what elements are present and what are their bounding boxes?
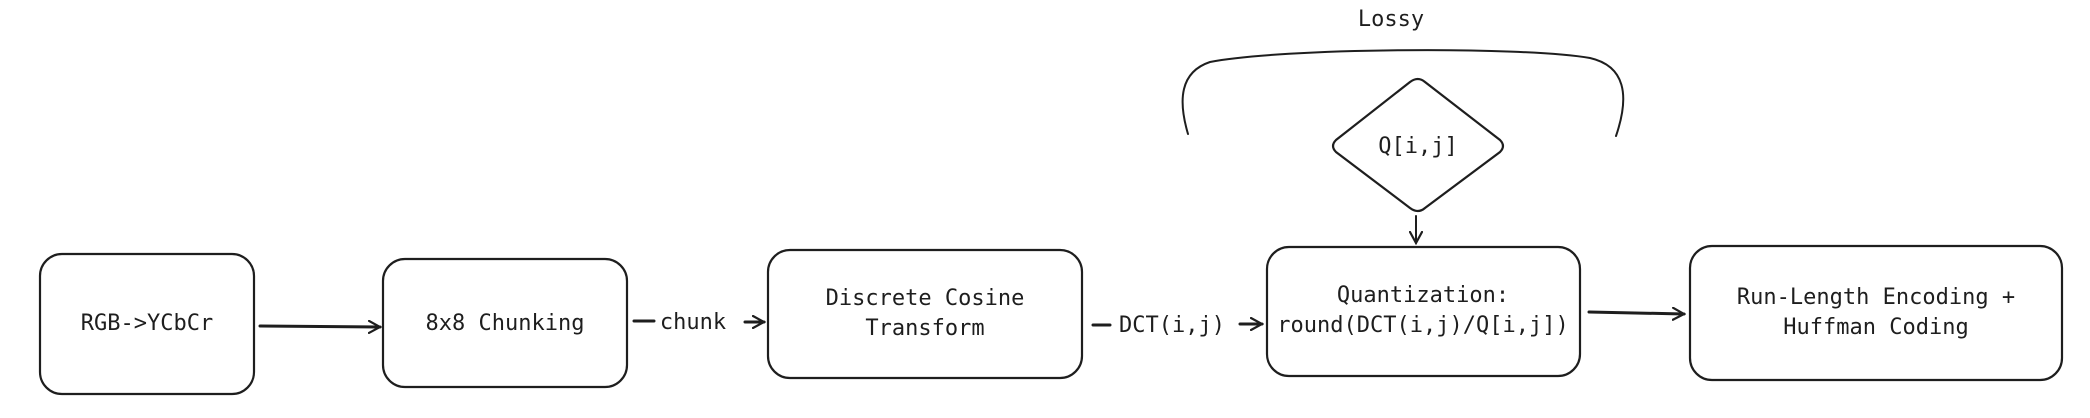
node-8x8-chunking[interactable]: 8x8 Chunking [381,257,629,389]
quant-table-diamond[interactable]: Q[i,j] [1331,77,1505,213]
arrow-quant-to-entropy [1587,312,1684,314]
edge-label-dct: DCT(i,j) [1119,313,1225,338]
arrow-rgb-to-chunking [258,326,380,327]
node-discrete-cosine-transform[interactable]: Discrete Cosine Transform [766,248,1084,380]
lossy-brace [1181,49,1625,137]
edge-label-chunk: chunk [660,310,726,335]
lossy-label: Lossy [1358,7,1424,32]
node-label-line-1: Run-Length Encoding + [1737,285,2015,310]
node-label-line-2: Huffman Coding [1783,315,1968,340]
node-label-line-1: Quantization: [1337,283,1509,308]
node-label: RGB->YCbCr [81,311,213,336]
node-label-line-2: round(DCT(i,j)/Q[i,j]) [1277,313,1568,338]
node-rgb-to-ycbcr[interactable]: RGB->YCbCr [38,252,256,396]
diamond-label: Q[i,j] [1378,134,1457,159]
node-label-line-1: Discrete Cosine [826,286,1025,311]
node-quantization[interactable]: Quantization: round(DCT(i,j)/Q[i,j]) [1265,245,1582,378]
node-label-line-2: Transform [865,316,984,341]
node-label: 8x8 Chunking [426,311,585,336]
node-run-length-huffman[interactable]: Run-Length Encoding + Huffman Coding [1688,244,2064,382]
